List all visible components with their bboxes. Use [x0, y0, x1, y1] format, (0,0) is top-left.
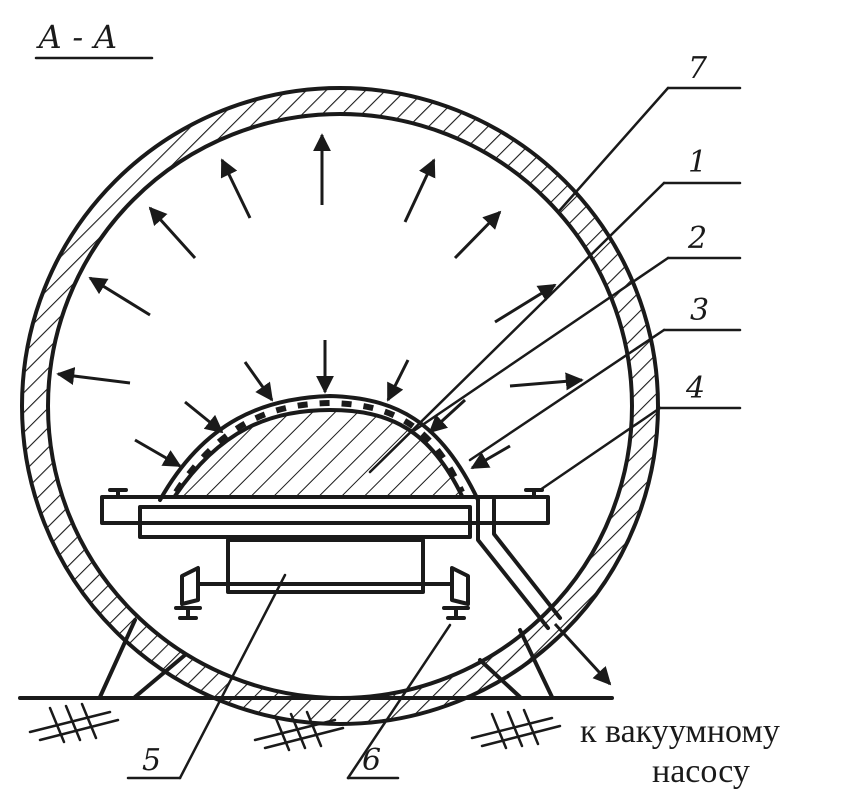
svg-text:А - А: А - А — [36, 18, 118, 56]
rails — [174, 606, 470, 620]
vacuum-note-line2: насосу — [652, 753, 750, 790]
label-5: 5 — [142, 743, 161, 778]
leader-lines — [126, 86, 742, 780]
label-6: 6 — [362, 743, 381, 778]
mold-base-plate — [100, 488, 550, 539]
autoclave-shell — [20, 86, 660, 726]
section-title: А - А — [34, 18, 154, 60]
vacuum-note-line1: к вакуумному — [580, 713, 780, 750]
label-1: 1 — [688, 145, 707, 180]
vacuum-pipe — [476, 498, 612, 686]
ground-hatch-marks — [28, 702, 562, 752]
label-7: 7 — [688, 51, 708, 86]
molded-part-dome — [158, 394, 480, 502]
shell-pressure-arrows — [56, 133, 584, 391]
label-4: 4 — [685, 371, 705, 406]
label-3: 3 — [690, 293, 709, 328]
label-2: 2 — [687, 221, 707, 256]
dome-pressure-arrows — [134, 340, 511, 470]
trolley-cart — [180, 538, 470, 606]
